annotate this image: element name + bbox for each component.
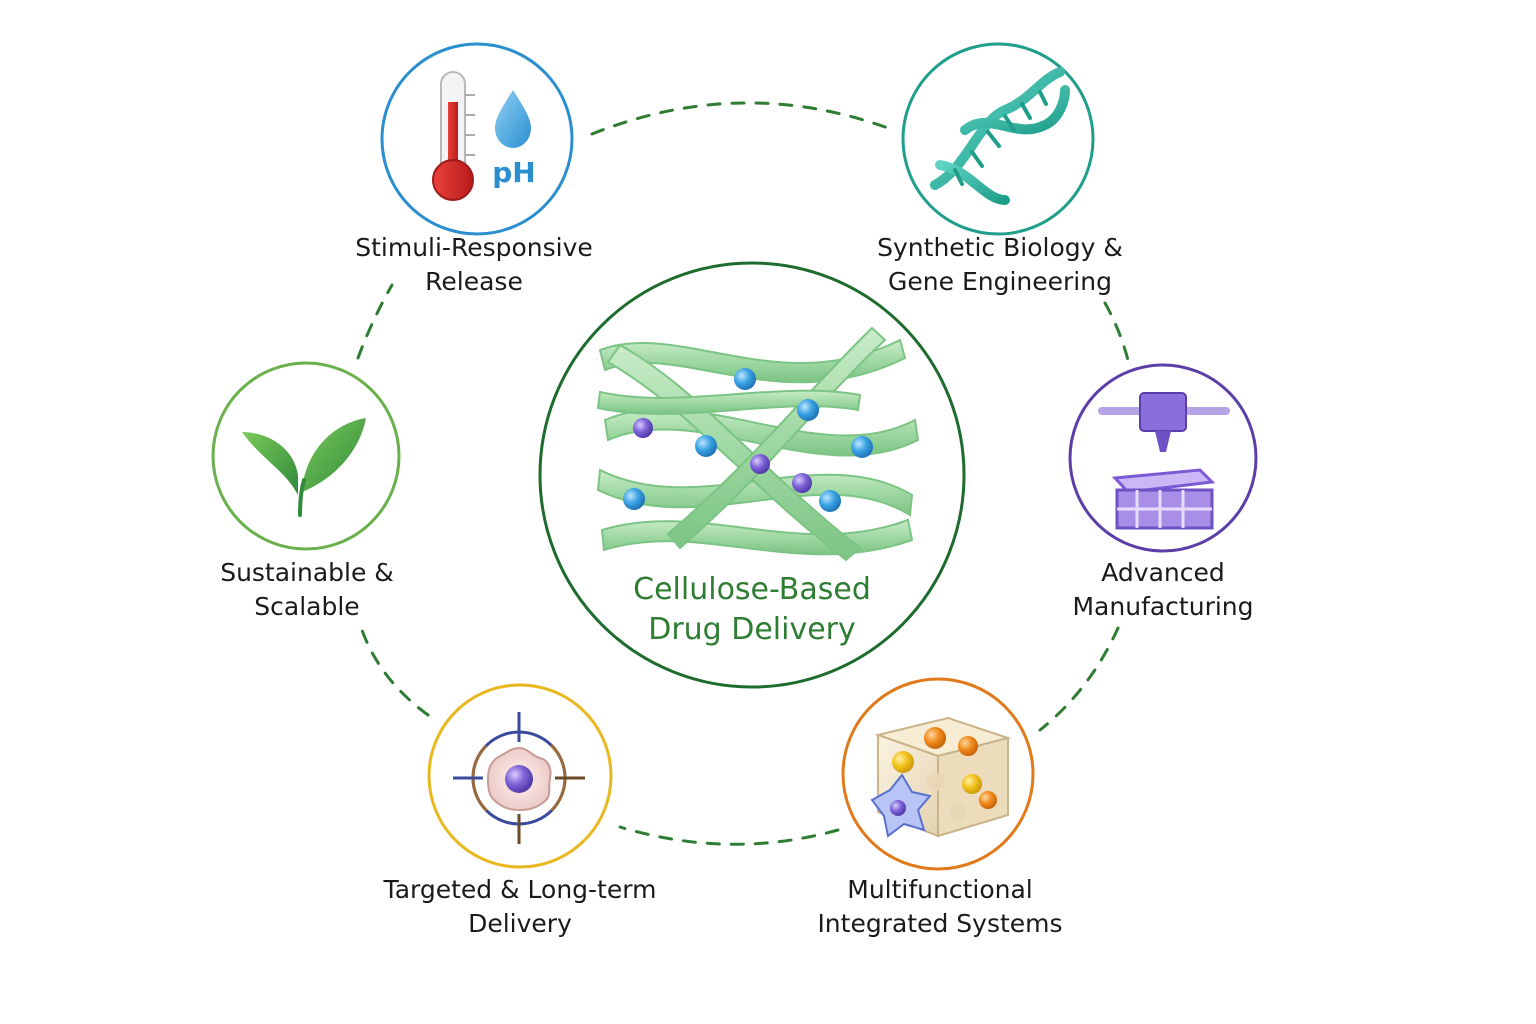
target-crosshair-icon bbox=[453, 712, 585, 844]
drug-particle bbox=[792, 473, 812, 493]
node-synbio bbox=[901, 42, 1095, 236]
water-drop-icon bbox=[495, 90, 531, 148]
label-line2: Delivery bbox=[468, 909, 572, 938]
label-line1: Synthetic Biology & bbox=[877, 233, 1123, 262]
label-sustainable: Sustainable & Scalable bbox=[220, 556, 394, 624]
label-synbio: Synthetic Biology & Gene Engineering bbox=[877, 231, 1123, 299]
label-multifunctional: Multifunctional Integrated Systems bbox=[817, 873, 1062, 941]
ph-badge: pH bbox=[492, 156, 535, 189]
label-line2: Gene Engineering bbox=[888, 267, 1112, 296]
label-line1: Stimuli-Responsive bbox=[355, 233, 593, 262]
label-stimuli: Stimuli-Responsive Release bbox=[355, 231, 593, 299]
label-manufacturing: Advanced Manufacturing bbox=[1072, 556, 1253, 624]
leaf-icon bbox=[242, 418, 366, 517]
node-stimuli: pH bbox=[380, 42, 574, 236]
immune-cell-icon bbox=[870, 773, 932, 838]
label-line2: Scalable bbox=[254, 592, 360, 621]
lattice-scaffold-icon bbox=[1111, 468, 1216, 530]
label-line1: Targeted & Long-term bbox=[383, 875, 657, 904]
connector-synbio-manufacturing bbox=[1103, 301, 1130, 362]
drug-particle bbox=[851, 436, 873, 458]
label-line1: Sustainable & bbox=[220, 558, 394, 587]
node-manufacturing bbox=[1068, 363, 1258, 553]
cellulose-fiber-network-icon bbox=[596, 326, 920, 562]
node-ring bbox=[901, 42, 1095, 236]
connector-manufacturing-multifunctional bbox=[1038, 626, 1120, 732]
drug-particle bbox=[797, 399, 819, 421]
drug-particle bbox=[750, 454, 770, 474]
drug-particle bbox=[734, 368, 756, 390]
connector-sustainable-stimuli bbox=[356, 283, 394, 360]
connector-multifunctional-targeted bbox=[618, 825, 840, 846]
center-title-line1: Cellulose-Based bbox=[633, 572, 871, 607]
dna-icon bbox=[930, 67, 1070, 205]
label-targeted: Targeted & Long-term Delivery bbox=[384, 873, 657, 941]
connector-targeted-sustainable bbox=[360, 628, 430, 717]
drug-particle bbox=[695, 435, 717, 457]
connector-stimuli-synbio bbox=[590, 101, 890, 136]
3d-printer-icon bbox=[1098, 392, 1230, 452]
label-line1: Advanced bbox=[1101, 558, 1225, 587]
drug-particle bbox=[819, 490, 841, 512]
drug-particles bbox=[623, 368, 873, 512]
thermometer-icon bbox=[432, 71, 475, 201]
node-ring bbox=[211, 361, 401, 551]
label-line1: Multifunctional bbox=[847, 875, 1033, 904]
center-title-line2: Drug Delivery bbox=[648, 612, 856, 647]
label-line2: Integrated Systems bbox=[817, 909, 1063, 938]
center-title: Cellulose-Based Drug Delivery bbox=[633, 570, 871, 650]
connectors bbox=[356, 101, 1130, 846]
drug-particle bbox=[623, 488, 645, 510]
label-line2: Release bbox=[425, 267, 523, 296]
node-sustainable bbox=[211, 361, 401, 551]
cell-nucleus bbox=[505, 765, 533, 793]
drug-particle bbox=[633, 418, 653, 438]
node-targeted bbox=[427, 683, 613, 869]
node-ring bbox=[380, 42, 574, 236]
label-line2: Manufacturing bbox=[1072, 592, 1254, 621]
center-node bbox=[538, 261, 966, 689]
node-multifunctional bbox=[841, 677, 1035, 871]
